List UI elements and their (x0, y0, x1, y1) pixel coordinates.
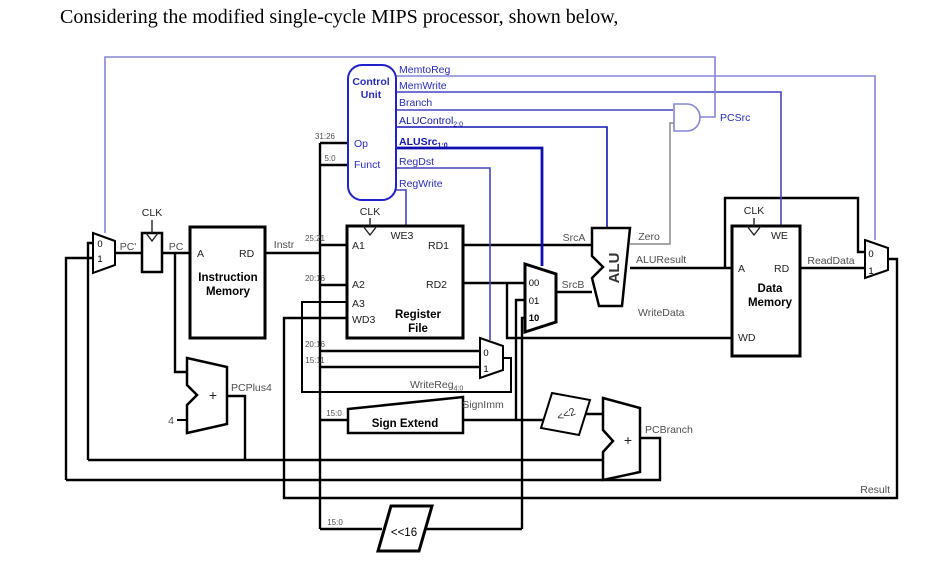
register-file-clock-tick (362, 218, 378, 237)
pc-label: PC (169, 241, 184, 253)
srcb-mux-10: 10 (529, 313, 540, 324)
srca-label: SrcA (563, 232, 586, 244)
bits-signext: 15:0 (326, 409, 342, 418)
im-a-pin: A (197, 248, 204, 260)
bits-writereg1: 15:11 (305, 356, 325, 365)
shift-left-2-block (539, 391, 592, 437)
pc-mux-1: 1 (97, 254, 102, 265)
pcplus4-label: PCPlus4 (231, 382, 272, 394)
bits-shift16: 15:0 (327, 518, 343, 527)
instr-label: Instr (274, 239, 295, 251)
dm-name-1: Data (758, 283, 784, 295)
regwrite-label: RegWrite (399, 178, 443, 190)
result-mux (864, 238, 889, 280)
dm-we-pin: WE (771, 230, 788, 242)
dm-rd-pin: RD (774, 263, 790, 275)
shift-left-16-block (376, 504, 434, 553)
readdata-label: ReadData (807, 255, 854, 267)
funct-pin-label: Funct (354, 159, 380, 171)
control-unit-title-1: Control (352, 76, 389, 88)
pcbranch-adder-plus: + (624, 432, 632, 448)
im-name-2: Memory (206, 286, 251, 298)
result-mux-0: 0 (868, 249, 873, 260)
writereg-mux-0: 0 (483, 348, 488, 359)
alusrc-label: ALUSrc1:0 (399, 136, 448, 150)
rf-rd2-pin: RD2 (426, 279, 447, 291)
rf-name-2: File (408, 323, 428, 335)
pcbranch-adder (601, 396, 642, 482)
pc-register-clock-tick (145, 220, 159, 243)
and-gate (673, 103, 701, 132)
sign-extend-name: Sign Extend (372, 418, 438, 430)
pcplus4-adder-plus: + (209, 387, 217, 403)
pc-prime-label: PC' (120, 241, 137, 253)
rf-name-1: Register (395, 309, 442, 321)
writedata-label: WriteData (638, 307, 685, 319)
instruction-memory-block (188, 225, 267, 340)
wire-zero (630, 122, 674, 245)
bits-writereg0: 20:16 (305, 340, 326, 349)
zero-label: Zero (638, 231, 660, 243)
op-pin-label: Op (354, 138, 368, 150)
bits-a2: 20:16 (305, 274, 326, 283)
data-memory-block (730, 224, 802, 358)
rf-a3-pin: A3 (352, 298, 365, 310)
im-rd-pin: RD (239, 248, 255, 260)
data-memory-clock-tick (746, 218, 762, 237)
alu-block (590, 226, 632, 308)
regfile-clk-label: CLK (360, 206, 380, 218)
writereg-mux-1: 1 (483, 364, 488, 375)
dm-wd-pin: WD (738, 332, 756, 344)
result-label: Result (860, 484, 890, 496)
rf-a1-pin: A1 (352, 240, 365, 252)
datamem-clk-label: CLK (744, 205, 764, 217)
page-title: Considering the modified single-cycle MI… (60, 6, 619, 28)
control-unit-block (347, 64, 397, 201)
control-wires (104, 56, 876, 340)
pc-mux-0: 0 (97, 239, 102, 250)
memtoreg-label: MemtoReg (399, 64, 451, 76)
rf-rd1-pin: RD1 (428, 240, 449, 252)
signimm-label: SignImm (462, 399, 504, 411)
shift16-name: <<16 (391, 527, 417, 539)
branch-label: Branch (399, 97, 432, 109)
rf-we3-pin: WE3 (391, 230, 414, 242)
datapath-wires (64, 141, 899, 531)
dm-a-pin: A (738, 263, 745, 275)
writereg-label: WriteReg4:0 (410, 379, 463, 393)
pcplus4-adder (185, 356, 229, 435)
pcbranch-label: PCBranch (645, 424, 693, 436)
bits-funct: 5:0 (324, 154, 336, 163)
alu-name: ALU (606, 253, 623, 284)
srcb-mux-01: 01 (529, 296, 540, 307)
regdst-label: RegDst (399, 156, 434, 168)
alucontrol-label: ALUControl2:0 (399, 115, 463, 129)
pcsrc-label: PCSrc (720, 112, 750, 124)
bits-op: 31:26 (315, 132, 336, 141)
im-name-1: Instruction (198, 272, 257, 284)
pc-mux (92, 231, 116, 275)
memwrite-label: MemWrite (399, 80, 447, 92)
srcb-label: SrcB (562, 279, 585, 291)
writereg-mux (479, 336, 504, 380)
result-mux-1: 1 (868, 266, 873, 277)
rf-wd3-pin: WD3 (352, 314, 375, 326)
pc-clk-label: CLK (142, 207, 162, 219)
rf-a2-pin: A2 (352, 279, 365, 291)
control-unit-title-2: Unit (361, 89, 382, 101)
constant-4-label: 4 (168, 415, 174, 427)
bits-a1: 25:21 (305, 234, 326, 243)
srcb-mux (523, 261, 558, 335)
dm-name-2: Memory (748, 297, 793, 309)
register-file-block (345, 224, 465, 340)
aluresult-label: ALUResult (636, 254, 686, 266)
srcb-mux-00: 00 (529, 278, 540, 289)
pc-register (140, 231, 164, 274)
sign-extend-block (346, 395, 465, 435)
